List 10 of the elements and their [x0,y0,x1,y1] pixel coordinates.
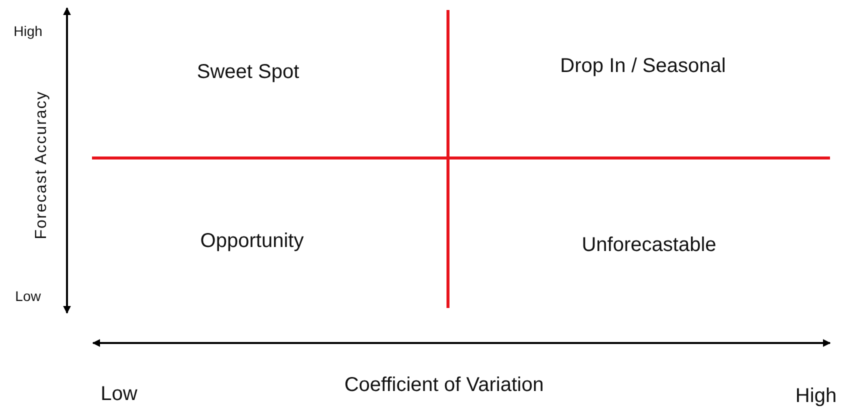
axis-title: Forecast Accuracy [34,90,50,240]
axis-end-label: High [14,24,42,38]
quadrant-label: Unforecastable [582,235,716,255]
axis-end-label: Low [15,289,41,303]
quadrant-label: Drop In / Seasonal [560,56,726,76]
axis-title: Coefficient of Variation [344,375,544,395]
quadrant-label: Opportunity [200,231,304,251]
axis-end-label: High [795,386,837,406]
quadrant-label: Sweet Spot [196,62,300,82]
axis-end-label: Low [100,384,138,404]
